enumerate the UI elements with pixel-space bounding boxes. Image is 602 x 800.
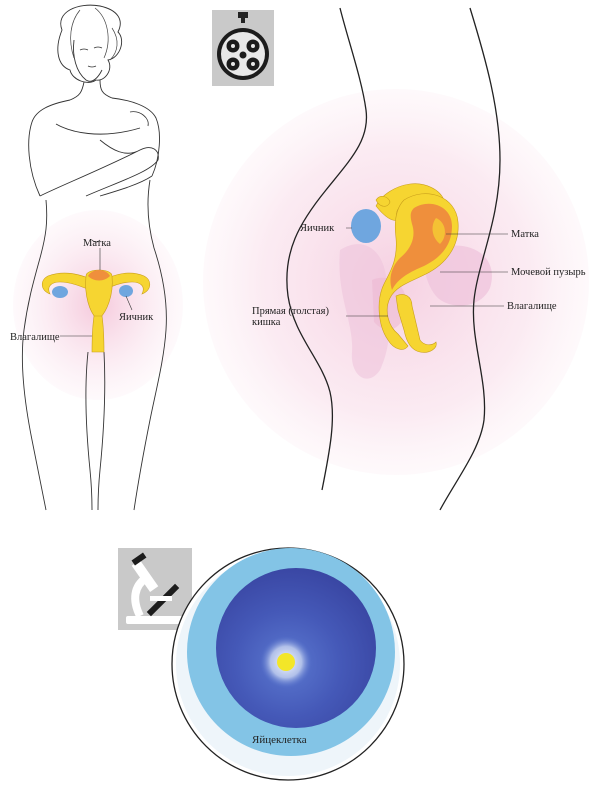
side-label-rectum-line2: кишка <box>252 317 281 328</box>
rectum-tissue <box>339 244 390 379</box>
front-view-figure <box>13 4 183 511</box>
front-vagina <box>91 315 105 353</box>
shoulder-right <box>111 97 160 177</box>
stopwatch-icon <box>212 10 274 86</box>
front-label-uterus: Матка <box>83 238 111 249</box>
side-vagina <box>395 294 437 353</box>
torso-right <box>133 179 167 511</box>
legs-inner <box>85 351 106 511</box>
front-ovary-right <box>119 285 133 297</box>
front-contour <box>439 7 501 511</box>
side-label-rectum-line1: Прямая (толстая) <box>252 306 330 317</box>
torso-left <box>21 199 48 511</box>
egg-cell-nucleus <box>277 653 295 671</box>
back-contour <box>286 7 368 491</box>
shoulder-left <box>28 99 71 197</box>
front-label-vagina: Влагалище <box>10 332 60 343</box>
neck-outline <box>69 79 113 101</box>
face-outline <box>73 39 103 82</box>
side-label-uterus: Матка <box>511 229 539 240</box>
side-ovary <box>351 209 381 243</box>
microscope-icon <box>118 548 192 630</box>
side-view-figure <box>203 7 589 511</box>
egg-cell-diagram <box>171 547 405 781</box>
side-label-bladder: Мочевой пузырь <box>511 267 586 278</box>
arms-outline <box>39 123 159 197</box>
cell-label-egg: Яйцеклетка <box>252 734 307 746</box>
fallopian-tube-right <box>102 272 151 295</box>
fallopian-tube-left <box>41 272 94 295</box>
hair-outline <box>57 4 122 83</box>
front-label-ovary: Яичник <box>119 312 154 323</box>
side-label-ovary: Яичник <box>300 223 335 234</box>
side-label-vagina: Влагалище <box>507 301 557 312</box>
front-ovary-left <box>52 286 68 298</box>
front-reproductive-organs <box>41 269 151 353</box>
